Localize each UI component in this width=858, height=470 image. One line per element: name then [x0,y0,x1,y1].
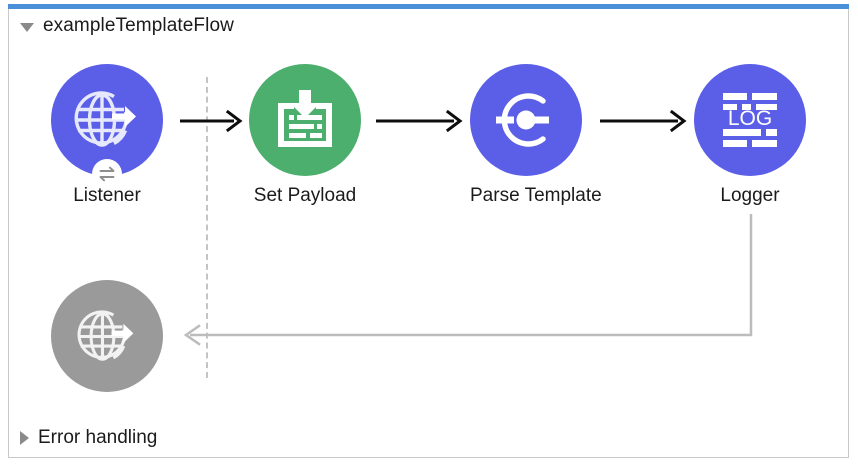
logger-log-icon: LOG [723,93,777,147]
node-error-listener-circle[interactable] [51,280,163,392]
set-payload-tray-icon [278,90,332,147]
node-logger-circle[interactable]: LOG [694,64,806,176]
source-divider-line [206,77,208,378]
node-listener[interactable]: Listener [51,64,163,207]
node-listener-label: Listener [73,185,141,206]
node-error-listener[interactable] [51,280,163,392]
node-set-payload-circle[interactable] [249,64,361,176]
bidirectional-arrows-icon [99,166,115,182]
http-listener-globe-icon [77,309,134,361]
flow-container [8,4,849,458]
error-handling-title: Error handling [38,427,158,448]
node-parse-template-circle[interactable] [470,64,582,176]
node-logger[interactable]: LOG Logger [694,64,806,207]
node-parse-template-label: Parse Template [470,185,602,206]
node-set-payload-label: Set Payload [253,185,357,206]
flow-header[interactable]: exampleTemplateFlow [20,12,234,40]
parse-template-c-icon [496,93,549,147]
http-listener-globe-icon [74,91,136,147]
flow-title: exampleTemplateFlow [43,15,234,36]
connector-logger-to-error-listener [183,214,753,346]
flow-accent-bar [8,4,849,9]
node-logger-label: Logger [720,185,780,206]
listener-bidirectional-badge [92,159,122,189]
node-listener-circle[interactable] [51,64,163,189]
node-parse-template[interactable]: Parse Template [470,64,602,207]
triangle-down-icon[interactable] [20,22,34,32]
error-handling-header[interactable]: Error handling [20,425,157,451]
svg-text:LOG: LOG [728,107,772,130]
node-set-payload[interactable]: Set Payload [249,64,361,207]
connector-set-payload-to-parse [376,109,463,133]
connector-listener-to-set-payload [180,109,243,133]
connector-parse-to-logger [600,109,687,133]
triangle-right-icon[interactable] [20,431,29,445]
